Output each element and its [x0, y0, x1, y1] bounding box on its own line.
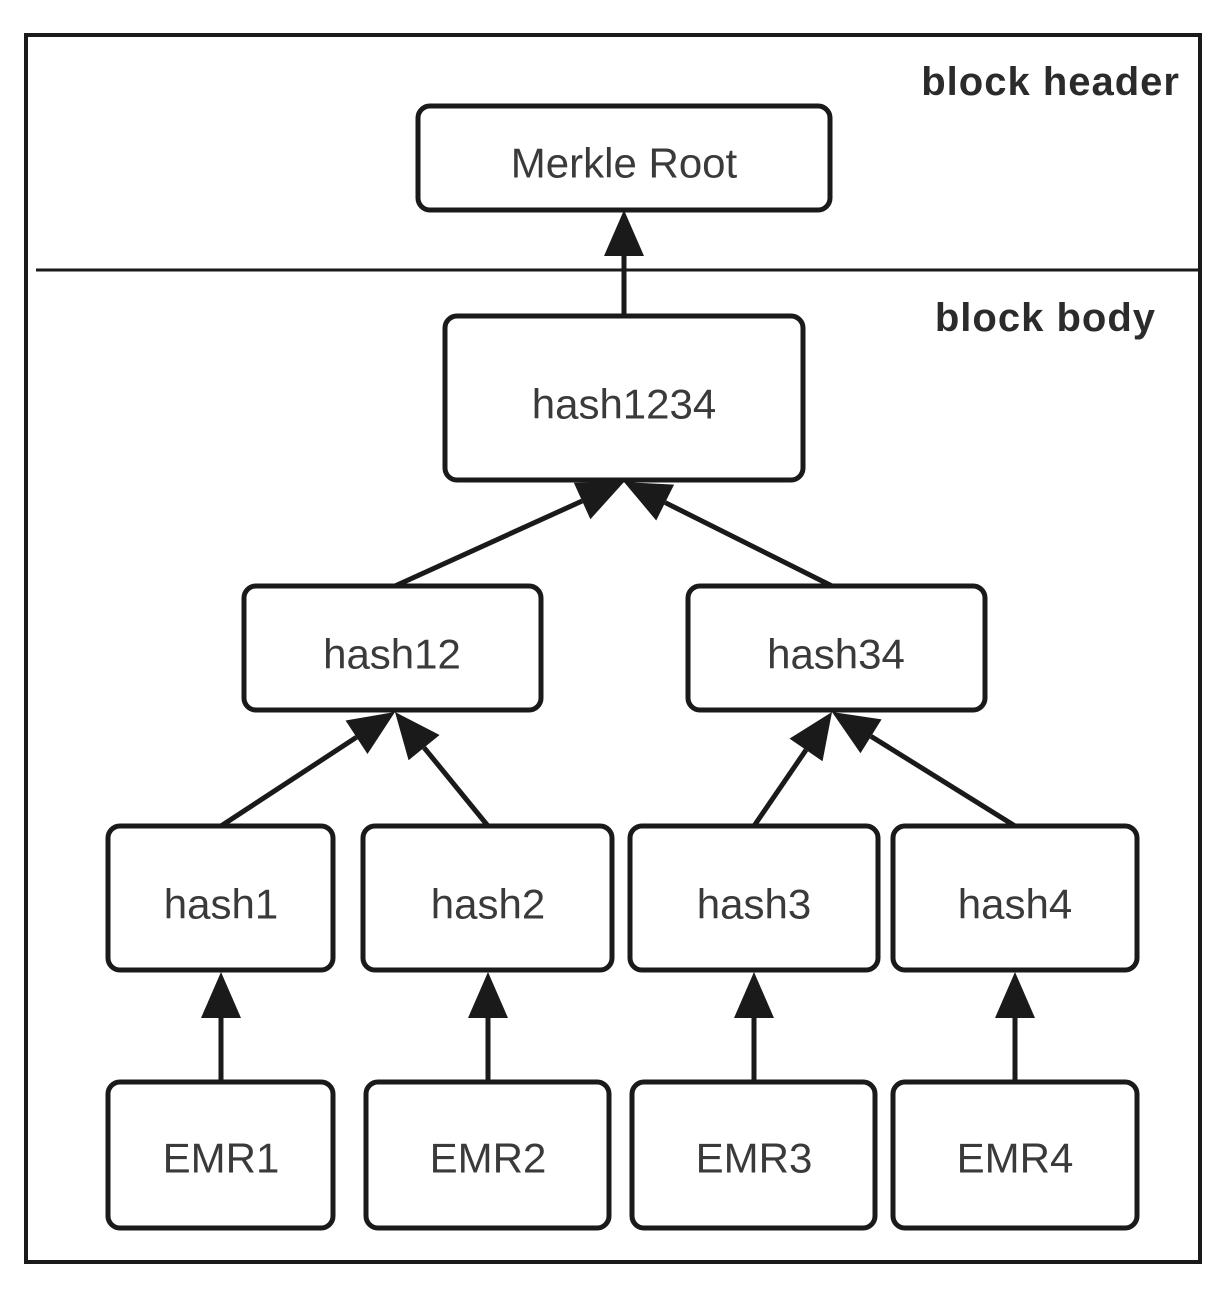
merkle-root-label: Merkle Root: [511, 140, 738, 187]
node-hash1234: hash1234: [442, 313, 806, 483]
arrowhead-hash12-to-hash1234: [573, 482, 624, 520]
emr3-box: [629, 1079, 878, 1231]
block-header-label: block header: [921, 60, 1180, 104]
hash12-box: [241, 583, 544, 713]
emr4-label: EMR4: [957, 1135, 1074, 1182]
node-emr4: EMR4: [890, 1079, 1140, 1231]
edge-hash1-to-hash12: [219, 735, 358, 829]
node-hash34: hash34: [685, 583, 988, 713]
arrowhead-emr1-to-hash1: [201, 972, 241, 1018]
hash4-box: [890, 823, 1140, 973]
edge-hash4-to-hash34: [869, 734, 1017, 829]
node-emr1: EMR1: [105, 1079, 336, 1231]
emr4-box: [890, 1079, 1140, 1231]
hash12-label: hash12: [323, 631, 461, 678]
merkle-root-box: [415, 103, 833, 213]
edge-hash12-to-hash1234: [393, 498, 584, 589]
hash1234-box: [442, 313, 806, 483]
emr3-label: EMR3: [696, 1135, 813, 1182]
node-emr3: EMR3: [629, 1079, 878, 1231]
node-hash4: hash4: [890, 823, 1140, 973]
node-hash12: hash12: [241, 583, 544, 713]
node-hash2: hash2: [360, 823, 615, 973]
hash1-box: [105, 823, 336, 973]
arrowhead-hash2-to-hash12: [395, 712, 440, 761]
hash1-label: hash1: [164, 881, 278, 928]
hash2-box: [360, 823, 615, 973]
block-body-label: block body: [935, 296, 1156, 340]
emr2-box: [363, 1079, 612, 1231]
arrowhead-hash4-to-hash34: [832, 712, 882, 754]
hash34-label: hash34: [767, 631, 905, 678]
hash1234-label: hash1234: [532, 381, 717, 428]
node-hash3: hash3: [627, 823, 881, 973]
emr1-label: EMR1: [163, 1135, 280, 1182]
emr2-label: EMR2: [430, 1135, 547, 1182]
arrowhead-hash1234-to-merkle_root: [604, 210, 644, 256]
emr1-box: [105, 1079, 336, 1231]
arrowhead-hash34-to-hash1234: [624, 482, 675, 521]
arrowhead-emr4-to-hash4: [995, 972, 1035, 1018]
hash34-box: [685, 583, 988, 713]
node-emr2: EMR2: [363, 1079, 612, 1231]
arrowhead-emr3-to-hash3: [734, 972, 774, 1018]
hash3-box: [627, 823, 881, 973]
arrowhead-hash3-to-hash34: [789, 712, 832, 762]
edge-hash34-to-hash1234: [664, 500, 834, 589]
edges-group: [201, 210, 1035, 1082]
node-hash1: hash1: [105, 823, 336, 973]
arrowhead-emr2-to-hash2: [468, 972, 508, 1018]
hash3-label: hash3: [697, 881, 811, 928]
arrowhead-hash1-to-hash12: [345, 712, 395, 754]
node-merkle-root: Merkle Root: [415, 103, 833, 213]
edge-hash3-to-hash34: [751, 748, 809, 828]
edge-hash2-to-hash12: [422, 746, 490, 828]
outer-frame: [24, 33, 1202, 1264]
hash2-label: hash2: [431, 881, 545, 928]
hash4-label: hash4: [958, 881, 1072, 928]
